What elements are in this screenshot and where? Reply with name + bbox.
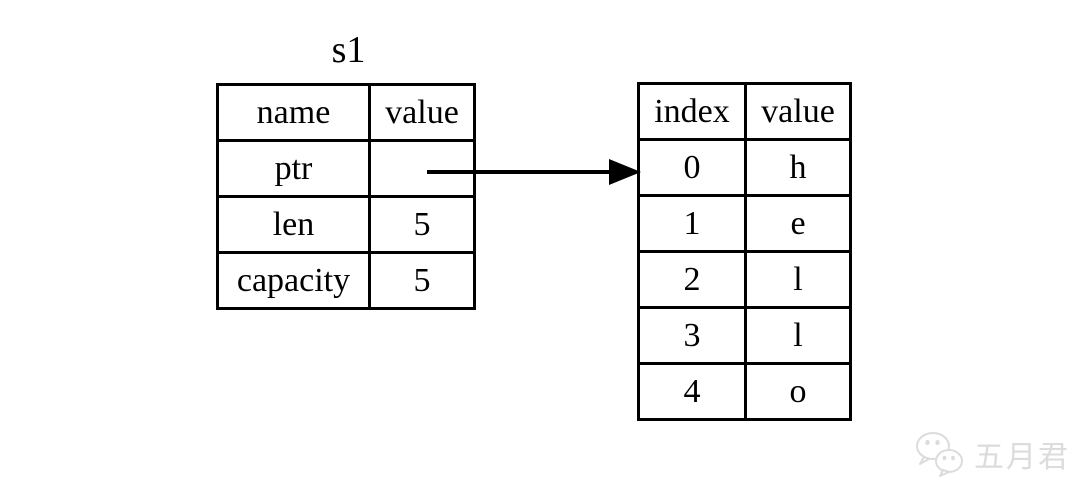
cell-value-3: l bbox=[744, 306, 852, 365]
cell-index-3: 3 bbox=[637, 306, 747, 365]
cell-ptr-value bbox=[368, 139, 476, 198]
watermark-label: 五月君 bbox=[974, 441, 1070, 474]
variable-label-s1: s1 bbox=[331, 29, 366, 71]
table-row: 2 l bbox=[637, 250, 852, 309]
cell-index-0: 0 bbox=[637, 138, 747, 197]
heap-table: index value 0 h 1 e 2 l 3 l 4 o bbox=[637, 82, 852, 421]
cell-capacity-value: 5 bbox=[368, 251, 476, 310]
table-row: ptr bbox=[216, 139, 476, 198]
cell-index-4: 4 bbox=[637, 362, 747, 421]
heap-header-row: index value bbox=[637, 82, 852, 141]
cell-index-2: 2 bbox=[637, 250, 747, 309]
table-row: len 5 bbox=[216, 195, 476, 254]
stack-header-value: value bbox=[368, 83, 476, 142]
cell-value-1: e bbox=[744, 194, 852, 253]
cell-ptr-name: ptr bbox=[216, 139, 371, 198]
cell-len-name: len bbox=[216, 195, 371, 254]
heap-header-value: value bbox=[744, 82, 852, 141]
cell-value-4: o bbox=[744, 362, 852, 421]
table-row: 4 o bbox=[637, 362, 852, 421]
table-row: capacity 5 bbox=[216, 251, 476, 310]
stack-table: name value ptr len 5 capacity 5 bbox=[216, 83, 476, 310]
cell-value-0: h bbox=[744, 138, 852, 197]
wechat-icon bbox=[916, 432, 963, 477]
table-row: 3 l bbox=[637, 306, 852, 365]
cell-index-1: 1 bbox=[637, 194, 747, 253]
cell-len-value: 5 bbox=[368, 195, 476, 254]
cell-value-2: l bbox=[744, 250, 852, 309]
watermark: 五月君 bbox=[912, 430, 1070, 478]
stack-header-row: name value bbox=[216, 83, 476, 142]
table-row: 1 e bbox=[637, 194, 852, 253]
cell-capacity-name: capacity bbox=[216, 251, 371, 310]
heap-header-index: index bbox=[637, 82, 747, 141]
stack-header-name: name bbox=[216, 83, 371, 142]
pointer-arrow bbox=[427, 159, 641, 185]
table-row: 0 h bbox=[637, 138, 852, 197]
